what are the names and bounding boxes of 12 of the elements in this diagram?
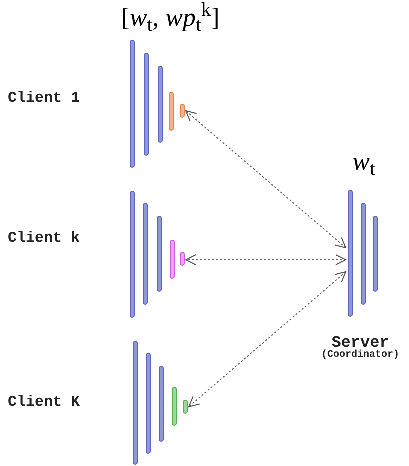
client-name: (Coordinator)	[320, 350, 400, 362]
layer-bars-drawing	[128, 38, 186, 170]
arrow	[186, 254, 346, 266]
client-name: Client k	[8, 230, 82, 249]
arrow	[188, 272, 346, 408]
layer-bars-drawing	[131, 339, 189, 465]
client-name: Client 1	[8, 90, 82, 109]
client-name: Client K	[8, 394, 82, 413]
math-label: [w$_{t}$, wp$_{t}$$^{k}$]	[120, 2, 221, 34]
arrow	[186, 110, 346, 248]
math-label: w$_{t}$	[352, 146, 376, 178]
layer-bars-drawing	[346, 188, 379, 319]
